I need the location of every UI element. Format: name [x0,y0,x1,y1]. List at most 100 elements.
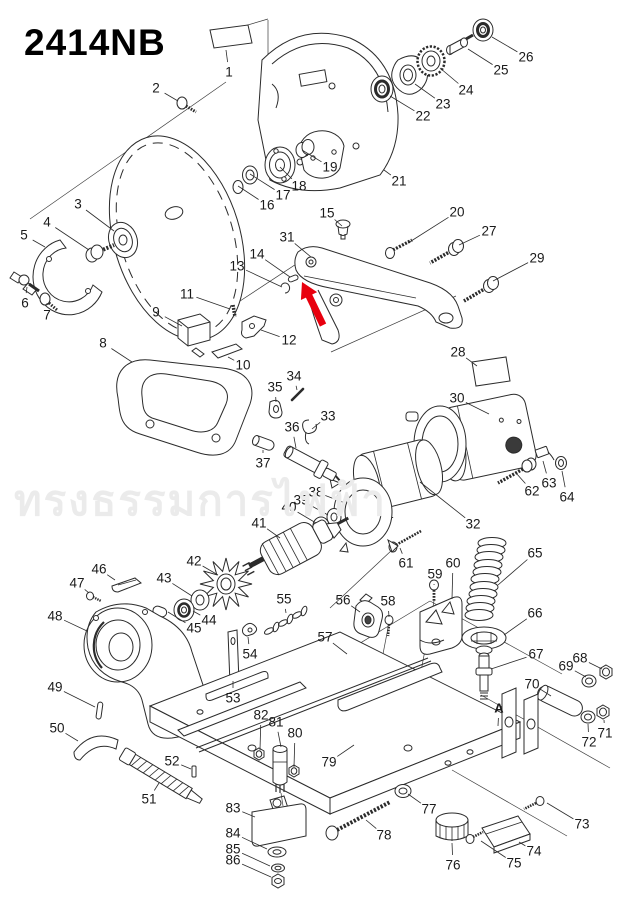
vise-lead-screw [118,747,203,804]
brush-cap [555,456,567,470]
part-number-label-13: 13 [229,259,244,274]
part-number-label-65: 65 [527,546,542,561]
leader-line-60 [451,572,454,600]
bolt-20 [385,238,413,259]
part-number-label-84: 84 [225,826,241,841]
leader-line-4 [55,227,90,251]
spring-clip [242,622,258,637]
leader-line-83 [242,811,256,818]
leader-line-40 [297,511,317,524]
pivot-pin [290,387,305,402]
leader-line-36 [293,436,297,449]
leader-line-5 [32,239,46,248]
leader-line-64 [561,470,566,488]
part-number-label-73: 73 [574,817,589,832]
leader-line-56 [350,605,361,613]
part-number-label-86: 86 [225,853,240,868]
pan-head-screw [176,96,197,114]
diagram-artwork [9,18,613,889]
part-number-label-19: 19 [322,160,337,175]
cooling-fan [199,557,253,611]
leader-line-14 [264,259,291,278]
part-number-label-11: 11 [180,287,194,302]
leader-line-74 [518,841,526,847]
part-number-label-38: 38 [308,485,323,500]
coil-spring [464,537,507,621]
part-number-label-32: 32 [465,517,480,532]
part-number-label-21: 21 [391,174,406,189]
leader-line-13 [245,269,283,288]
leader-line-51 [153,782,160,791]
part-number-label-30: 30 [449,391,464,406]
leader-line-21 [383,169,392,176]
part-number-label-23: 23 [435,97,450,112]
leader-line-31 [294,243,312,258]
hex-nut-82 [253,747,265,761]
clamp-screw [384,615,394,637]
leader-line-15 [334,219,343,227]
leader-line-17 [249,173,275,190]
part-number-label-64: 64 [559,490,575,505]
wing-bolt [9,271,40,296]
part-number-label-52: 52 [164,754,179,769]
tab-screw-73 [523,796,545,811]
leader-line-22 [389,95,415,112]
gear-shaft [446,33,474,56]
spacer-pipe [537,684,583,717]
leader-line-33 [311,421,321,430]
part-number-label-69: 69 [558,659,573,674]
hex-nut-71 [596,704,610,720]
leader-line-47 [84,589,90,594]
part-number-label-48: 48 [47,609,62,624]
hex-bolt-27 [429,239,464,265]
part-number-label-4: 4 [43,215,51,230]
leader-line-9 [164,316,183,327]
part-number-label-29: 29 [529,251,544,266]
leader-line-65 [497,559,528,586]
foot-washer [394,784,412,798]
housing-bolt [497,457,537,485]
leader-line-80 [293,742,296,768]
part-number-label-8: 8 [99,336,107,351]
handle-arm [294,246,463,345]
leader-line-68 [588,662,603,670]
part-number-label-72: 72 [581,735,596,750]
flat-key [111,577,142,593]
leader-line-77 [407,793,422,804]
leader-line-38 [325,495,346,504]
leader-line-11 [196,296,231,310]
part-number-label-60: 60 [445,556,460,571]
vise-nut-holder [353,593,383,638]
part-number-label-9: 9 [152,305,160,320]
flange-bolt [85,243,115,263]
part-number-label-63: 63 [541,476,556,491]
flat-washer-84 [267,846,287,858]
leader-line-61 [399,547,403,554]
plate-screw-75 [465,830,484,844]
leader-line-70 [540,688,552,697]
hex-nut-86 [271,873,285,889]
part-number-label-53: 53 [225,691,240,706]
rear-handle [116,359,253,456]
part-number-label-39: 39 [293,493,308,508]
leader-line-39 [309,504,329,516]
part-number-label-68: 68 [572,651,587,666]
leader-line-66 [503,618,528,636]
leader-line-81 [277,731,282,748]
part-number-label-18: 18 [291,179,306,194]
hex-bolt-29 [463,276,499,303]
leader-line-12 [260,329,280,337]
roll-pin [252,435,275,451]
leader-line-54 [247,636,250,645]
hex-nut-80 [288,764,300,778]
part-number-label-17: 17 [275,188,290,203]
watermark-text: ทรงธรรมการไฟฟ้า [14,477,387,524]
part-number-label-51: 51 [141,792,156,807]
leader-line-67 [490,656,527,670]
part-number-label-71: 71 [597,726,612,741]
leader-line-55 [285,608,287,614]
part-number-label-3: 3 [74,197,82,212]
red-arrow [300,282,327,327]
lock-lever [241,315,267,339]
leader-line-62 [515,472,526,484]
